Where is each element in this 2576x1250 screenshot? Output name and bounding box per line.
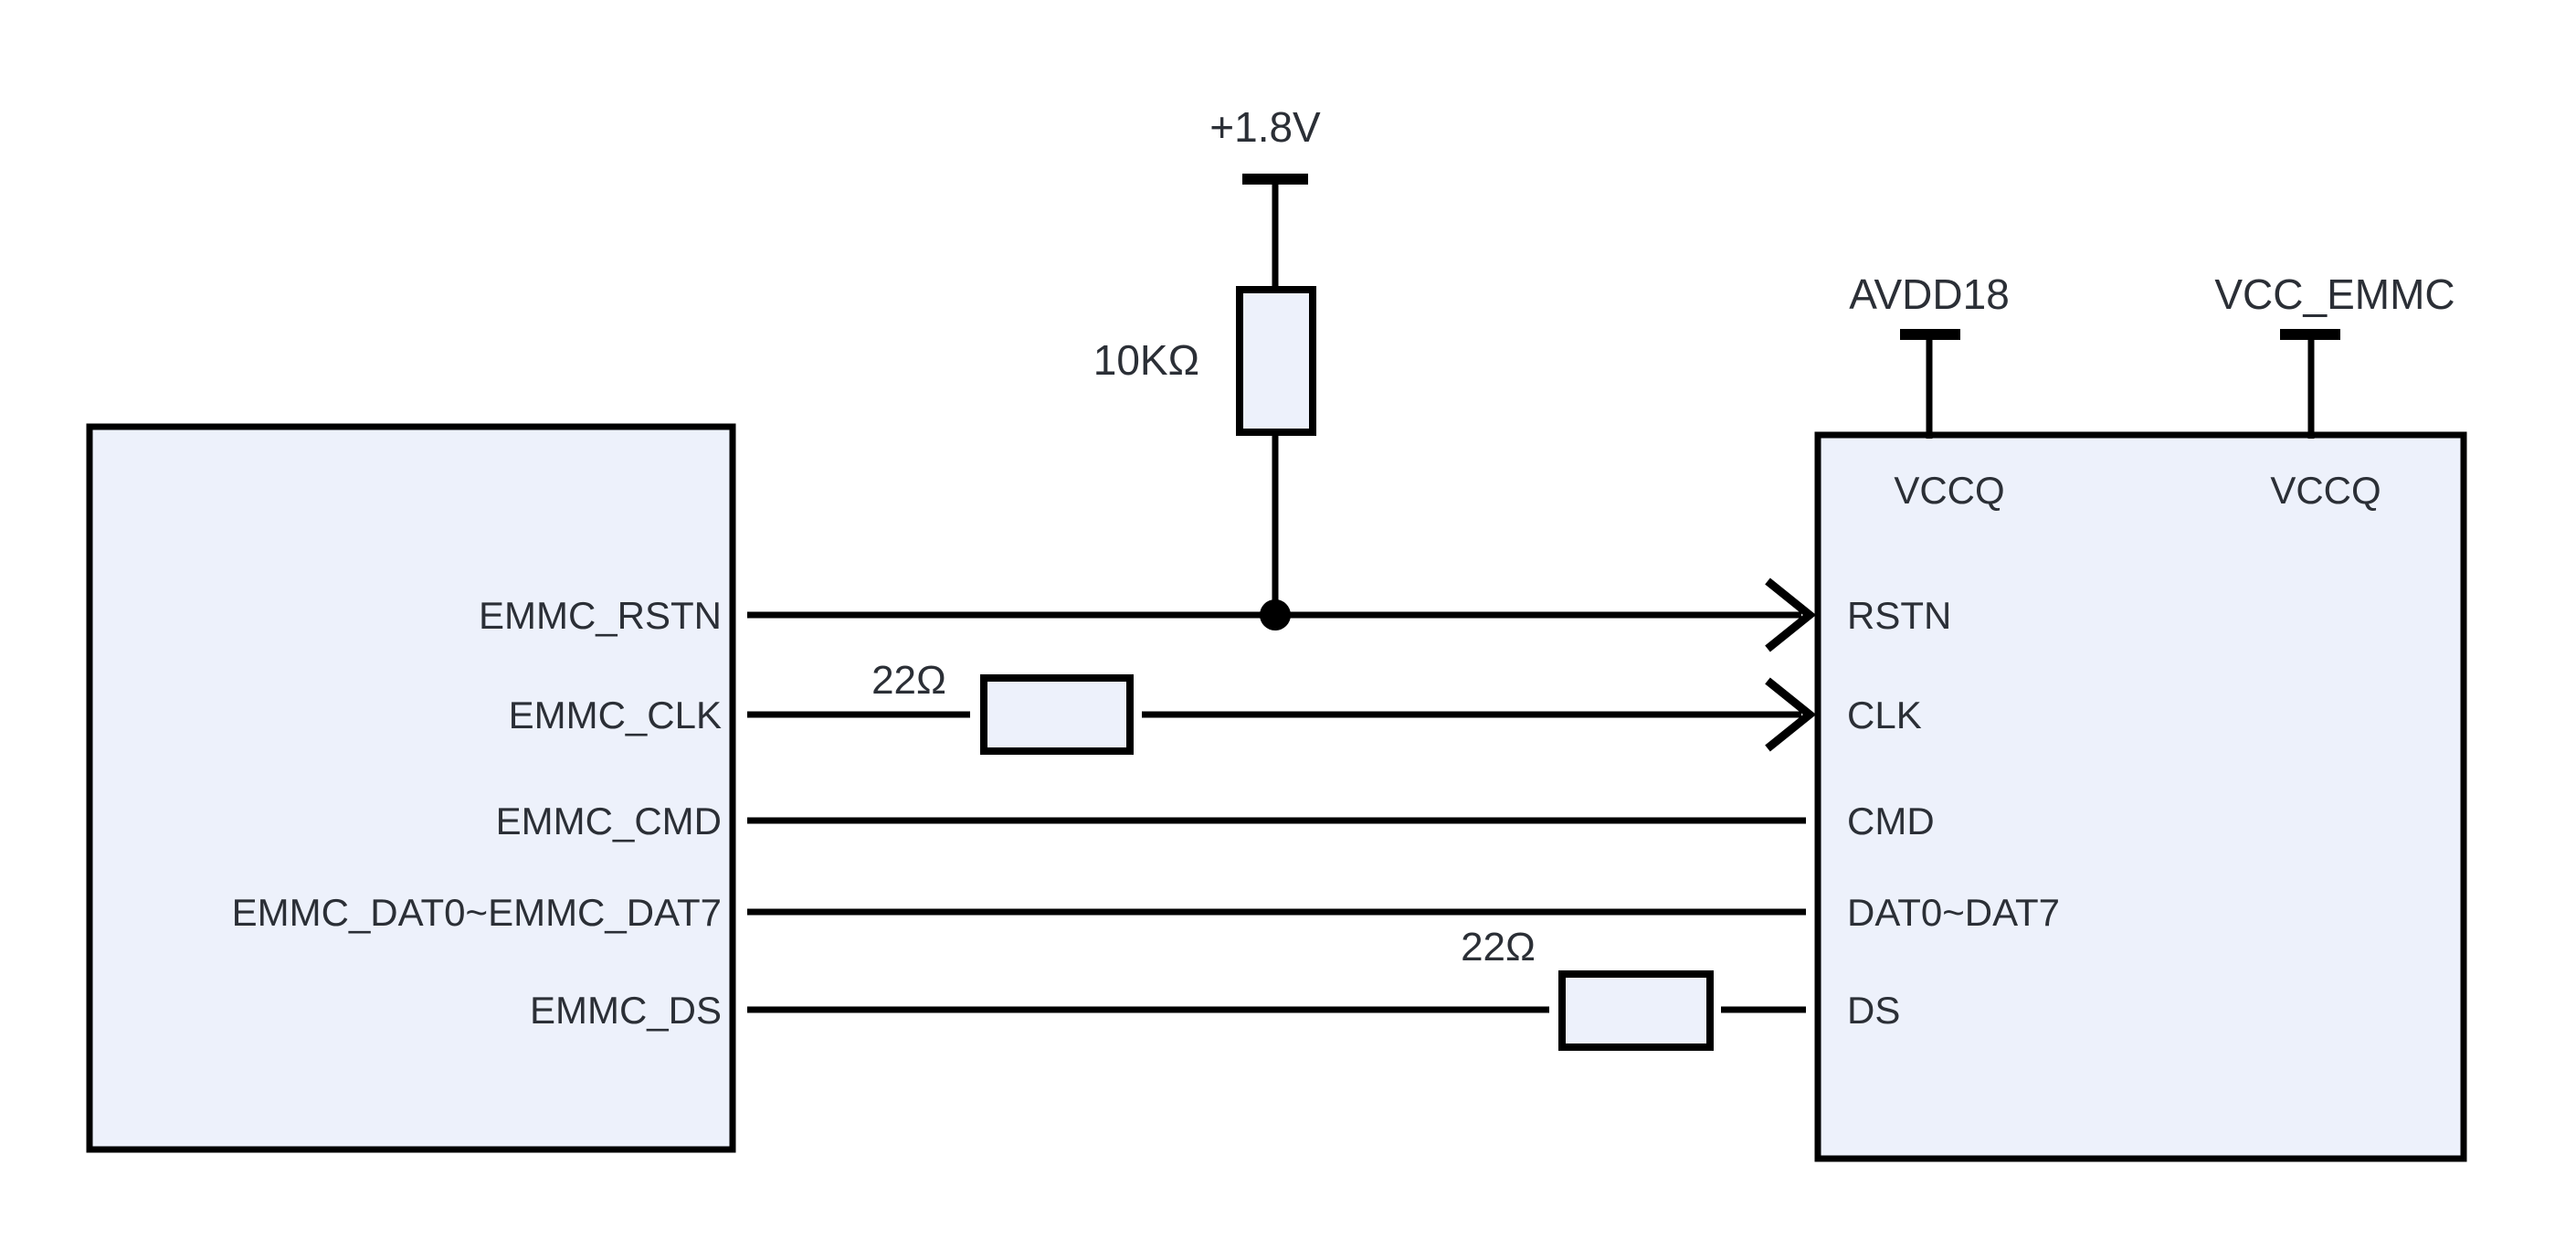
device-pin-vccq-left: VCCQ [1894,469,2004,512]
avdd18-rail-label: AVDD18 [1849,270,2010,318]
host-controller-block [86,423,736,1153]
rstn-arrowhead-icon [1765,577,1817,652]
v18-rail-label: +1.8V [1209,103,1321,151]
device-pin-dat-bus: DAT0~DAT7 [1847,891,2060,934]
host-pin-emmc-dat-bus: EMMC_DAT0~EMMC_DAT7 [232,891,722,934]
device-pin-cmd: CMD [1847,800,1935,842]
ds-series-resistor-value: 22Ω [1461,925,1536,969]
host-pin-emmc-rstn: EMMC_RSTN [479,594,722,637]
clk-series-resistor-body [980,674,1134,755]
device-pin-rstn: RSTN [1847,594,1951,637]
host-pin-emmc-cmd: EMMC_CMD [496,800,722,842]
device-pin-ds: DS [1847,989,1900,1032]
clk-series-resistor-value: 22Ω [871,658,946,703]
host-pin-emmc-clk: EMMC_CLK [509,694,722,736]
clk-arrowhead-icon [1765,677,1817,752]
host-pin-emmc-ds: EMMC_DS [530,989,722,1032]
vcc-emmc-rail-label: VCC_EMMC [2214,270,2455,318]
pullup-resistor-body [1236,286,1316,436]
ds-series-resistor-body [1558,970,1714,1051]
emmc-device-block [1814,431,2467,1162]
device-pin-clk: CLK [1847,694,1922,736]
pullup-resistor-value: 10KΩ [1093,336,1199,384]
device-pin-vccq-right: VCCQ [2270,469,2381,512]
